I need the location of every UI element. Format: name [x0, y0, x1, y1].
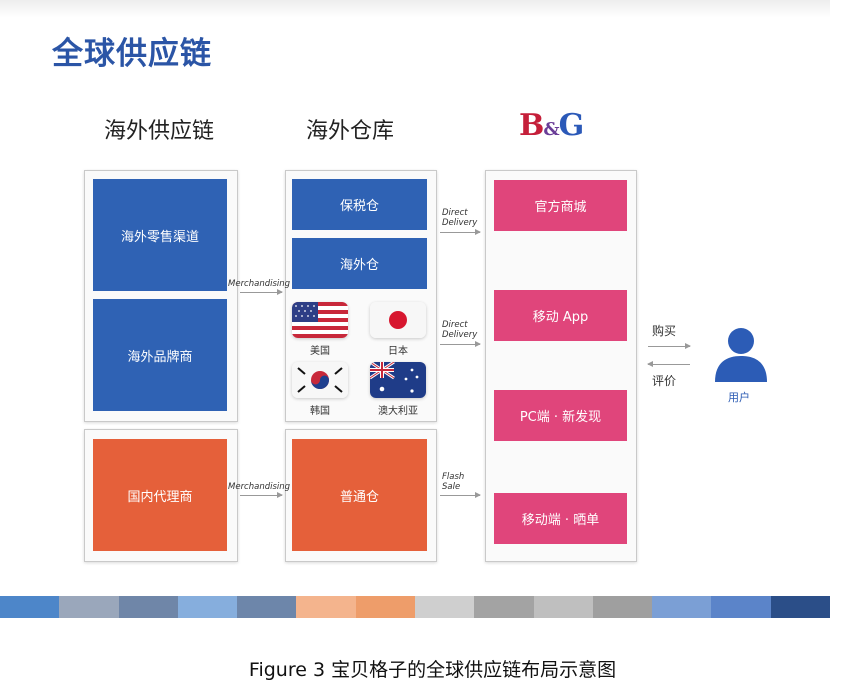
- color-strip: [0, 596, 830, 618]
- box-official-mall: 官方商城: [494, 180, 627, 231]
- color-strip-segment: [474, 596, 534, 618]
- box-pc-discover: PC端 · 新发现: [494, 390, 627, 441]
- slide: 全球供应链 海外供应链 海外仓库 B&G 海外零售渠道 海外品牌商 国内代理商 …: [0, 0, 830, 618]
- color-strip-segment: [118, 596, 178, 618]
- color-strip-segment: [592, 596, 653, 618]
- flag-label-us: 美国: [310, 346, 330, 357]
- color-strip-segment: [770, 596, 830, 618]
- color-strip-segment: [414, 596, 475, 618]
- arrow-flash-sale: [440, 492, 481, 498]
- box-overseas-brands: 海外品牌商: [93, 299, 227, 411]
- color-strip-segment: [296, 596, 356, 618]
- arrow-merchandising-domestic: [240, 492, 283, 498]
- flag-label-korea: 韩国: [310, 406, 330, 417]
- color-strip-segment: [177, 596, 238, 618]
- color-strip-segment: [237, 596, 297, 618]
- label-review: 评价: [652, 374, 677, 388]
- label-buy: 购买: [652, 324, 677, 338]
- color-strip-segment: [355, 596, 415, 618]
- us-flag-icon: [292, 302, 348, 338]
- bg-brand-logo: B&G: [519, 108, 584, 143]
- australia-flag-icon: [370, 362, 426, 398]
- flag-label-australia: 澳大利亚: [378, 406, 418, 417]
- column-heading-overseas-warehouse: 海外仓库: [306, 119, 395, 144]
- japan-flag-icon: [370, 302, 426, 338]
- top-band: [0, 0, 830, 18]
- column-heading-overseas-supply: 海外供应链: [104, 119, 215, 144]
- color-strip-segment: [0, 596, 60, 618]
- flag-label-japan: 日本: [388, 346, 408, 357]
- color-strip-segment: [533, 596, 593, 618]
- color-strip-segment: [711, 596, 771, 618]
- box-bonded-warehouse: 保税仓: [292, 179, 427, 230]
- label-user: 用户: [728, 391, 750, 404]
- box-domestic-agents: 国内代理商: [93, 439, 227, 551]
- arrow-buy: [648, 343, 691, 349]
- arrow-review: [647, 361, 690, 367]
- color-strip-segment: [59, 596, 119, 618]
- arrow-direct-delivery-1: [440, 229, 481, 235]
- user-icon: [711, 326, 771, 384]
- label-merchandising-overseas: Merchandising: [228, 279, 291, 289]
- slide-title: 全球供应链: [52, 36, 212, 72]
- arrow-direct-delivery-2: [440, 341, 481, 347]
- figure-caption: Figure 3 宝贝格子的全球供应链布局示意图: [248, 659, 617, 681]
- box-mobile-app: 移动 App: [494, 290, 627, 341]
- box-normal-warehouse: 普通仓: [292, 439, 427, 551]
- box-mobile-share: 移动端 · 晒单: [494, 493, 627, 544]
- box-overseas-warehouse: 海外仓: [292, 238, 427, 289]
- color-strip-segment: [652, 596, 712, 618]
- korea-flag-icon: [292, 362, 348, 398]
- arrow-merchandising-overseas: [240, 289, 283, 295]
- label-merchandising-domestic: Merchandising: [228, 482, 291, 492]
- box-overseas-retail-channels: 海外零售渠道: [93, 179, 227, 291]
